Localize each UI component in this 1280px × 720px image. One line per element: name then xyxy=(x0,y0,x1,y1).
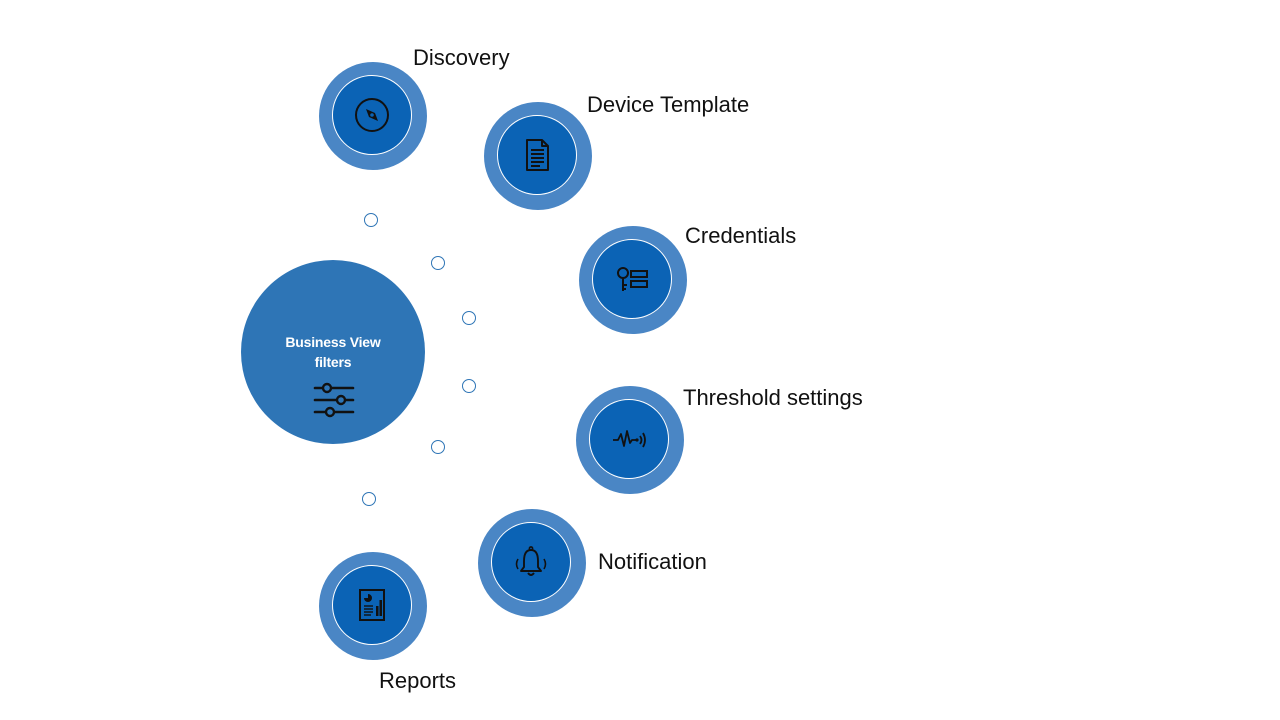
node-threshold-settings-inner xyxy=(589,399,669,479)
hub-label-line1: Business View xyxy=(285,334,381,350)
node-threshold-settings xyxy=(576,386,684,494)
bell-icon xyxy=(515,546,547,576)
node-credentials-inner xyxy=(592,239,672,319)
connector-dot xyxy=(431,256,445,270)
node-credentials-label: Credentials xyxy=(685,223,797,248)
connector-dot xyxy=(462,379,476,393)
report-icon xyxy=(359,589,385,621)
node-notification-inner xyxy=(491,522,571,602)
hub-label-line2: filters xyxy=(314,354,352,370)
compass-icon xyxy=(355,98,389,132)
connector-dot xyxy=(431,440,445,454)
node-device-template-label: Device Template xyxy=(587,92,750,117)
business-view-filters-hub: Business View filters xyxy=(241,260,425,444)
node-notification xyxy=(478,509,586,617)
node-reports-inner xyxy=(332,565,412,645)
node-device-template-inner xyxy=(497,115,577,195)
key-list-icon xyxy=(617,267,648,291)
node-discovery xyxy=(319,62,427,170)
node-device-template xyxy=(484,102,592,210)
sliders-icon xyxy=(313,382,355,418)
node-reports xyxy=(319,552,427,660)
signal-wave-icon xyxy=(613,430,646,448)
document-icon xyxy=(526,139,549,171)
node-notification-label: Notification xyxy=(598,549,707,574)
node-discovery-inner xyxy=(332,75,412,155)
connector-dot xyxy=(462,311,476,325)
connector-dot xyxy=(362,492,376,506)
node-discovery-label: Discovery xyxy=(413,45,510,70)
node-threshold-settings-label: Threshold settings xyxy=(683,385,863,410)
node-credentials xyxy=(579,226,687,334)
hub-label: Business View filters xyxy=(241,332,425,372)
connector-dot xyxy=(364,213,378,227)
node-reports-label: Reports xyxy=(379,668,457,693)
